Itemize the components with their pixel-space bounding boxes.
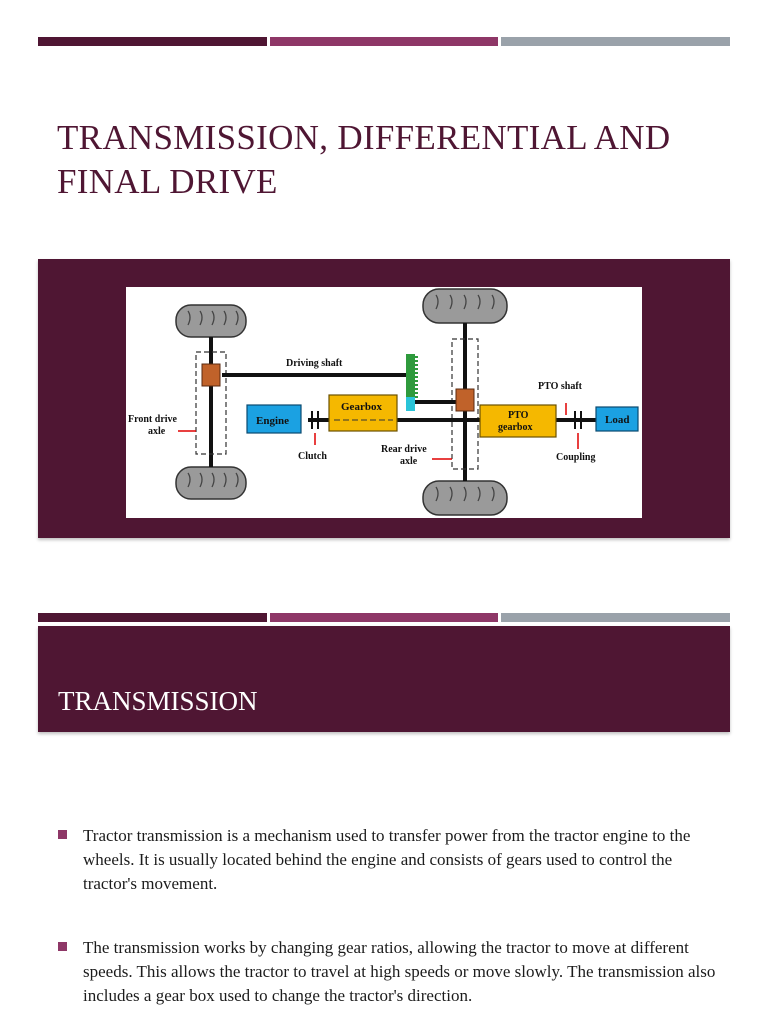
drivetrain-diagram-svg: Driving shaft Front drive axle Engine Ge… bbox=[128, 288, 639, 516]
label-gearbox: Gearbox bbox=[341, 401, 382, 413]
bullet-text: Tractor transmission is a mechanism used… bbox=[83, 826, 691, 893]
label-pto-gearbox-2: gearbox bbox=[498, 422, 532, 433]
label-pto-gearbox-1: PTO bbox=[508, 410, 529, 421]
label-engine: Engine bbox=[256, 415, 289, 427]
label-coupling: Coupling bbox=[556, 452, 595, 463]
rear-top-wheel bbox=[422, 288, 508, 324]
rear-bottom-wheel bbox=[422, 480, 508, 516]
top-accent-bar bbox=[38, 37, 730, 46]
label-pto-shaft: PTO shaft bbox=[538, 381, 583, 392]
bullet-text: The transmission works by changing gear … bbox=[83, 938, 716, 1005]
bullet-item: Tractor transmission is a mechanism used… bbox=[58, 824, 718, 896]
label-clutch: Clutch bbox=[298, 451, 327, 462]
bullet-item: The transmission works by changing gear … bbox=[58, 936, 718, 1008]
bullet-square-icon bbox=[58, 942, 67, 951]
drivetrain-diagram: Driving shaft Front drive axle Engine Ge… bbox=[126, 287, 642, 518]
front-top-wheel bbox=[175, 304, 247, 338]
label-front-drive-axle-1: Front drive bbox=[128, 414, 178, 425]
section-header: Transmission bbox=[38, 626, 730, 732]
accent-segment-mid bbox=[270, 37, 498, 46]
label-load: Load bbox=[605, 414, 629, 426]
diagram-panel: Driving shaft Front drive axle Engine Ge… bbox=[38, 259, 730, 538]
front-bottom-wheel bbox=[175, 466, 247, 500]
label-rear-drive-axle-1: Rear drive bbox=[381, 444, 427, 455]
accent-segment-mid bbox=[270, 613, 498, 622]
bullet-list: Tractor transmission is a mechanism used… bbox=[58, 824, 718, 1008]
slide-title: Transmission, Differential and Final Dri… bbox=[57, 118, 671, 201]
accent-segment-dark bbox=[38, 37, 267, 46]
bullet-square-icon bbox=[58, 830, 67, 839]
label-front-drive-axle-2: axle bbox=[148, 426, 166, 437]
accent-segment-dark bbox=[38, 613, 267, 622]
accent-segment-gray bbox=[501, 37, 730, 46]
section-title: Transmission bbox=[58, 686, 258, 716]
label-driving-shaft: Driving shaft bbox=[286, 358, 343, 369]
section-accent-bar bbox=[38, 613, 730, 622]
accent-segment-gray bbox=[501, 613, 730, 622]
label-rear-drive-axle-2: axle bbox=[400, 456, 418, 467]
